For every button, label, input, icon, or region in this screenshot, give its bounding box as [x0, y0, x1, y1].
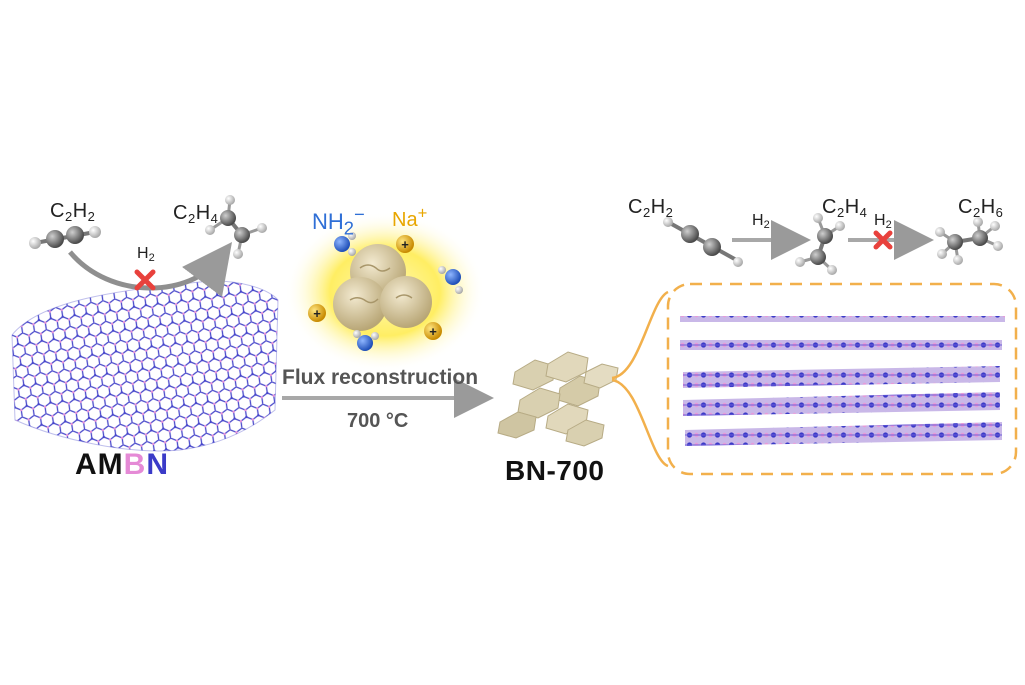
right-step2-reagent-label: H2 — [874, 212, 892, 231]
formula-text: H2 — [874, 212, 892, 231]
formula-text: C2H4 — [173, 202, 219, 226]
left-reagent-label: H2 — [137, 245, 155, 264]
ambn-label-am: AM — [75, 448, 124, 481]
ethylene-molecule-right — [795, 213, 845, 275]
right-product-label: C2H6 — [958, 196, 1003, 220]
ethane-molecule — [935, 217, 1003, 265]
ambn-lattice — [11, 280, 279, 452]
ambn-label-n: N — [146, 448, 169, 481]
formula-text: C2H6 — [958, 196, 1004, 220]
acetylene-molecule-right — [663, 217, 743, 267]
svg-text:+: + — [313, 306, 321, 321]
formula-text: H2 — [137, 245, 155, 264]
right-reactant-label: C2H2 — [628, 196, 673, 220]
stacked-bn-layers — [680, 316, 1005, 446]
ambn-label: AMBN — [75, 448, 169, 482]
right-step1-reagent-label: H2 — [752, 212, 770, 231]
formula-text: Na+ — [392, 203, 428, 231]
bn-700-label: BN-700 — [505, 455, 605, 486]
temperature-label: 700 °C — [347, 410, 409, 432]
left-reaction-arrow — [68, 242, 233, 298]
svg-text:+: + — [401, 237, 409, 252]
cross-icon-left — [134, 269, 156, 291]
zoom-box — [666, 282, 1018, 476]
sodium-ions: + + + — [308, 235, 442, 340]
process-label: Flux reconstruction — [282, 366, 479, 389]
ambn-label-b: B — [123, 448, 147, 481]
formula-text: C2H2 — [50, 200, 96, 224]
formula-text: C2H2 — [628, 196, 674, 220]
left-product-label: C2H4 — [173, 202, 218, 226]
zoom-connector — [611, 290, 669, 468]
right-intermediate-label: C2H4 — [822, 196, 867, 220]
ethylene-molecule-left — [205, 195, 267, 259]
svg-text:+: + — [429, 324, 437, 339]
cross-icon-right — [873, 230, 893, 250]
formula-text: H2 — [752, 212, 770, 231]
formula-text: C2H4 — [822, 196, 868, 220]
acetylene-molecule-left — [29, 226, 101, 249]
left-reactant-label: C2H2 — [50, 200, 95, 224]
amide-ions — [334, 232, 463, 351]
sodium-ion-label: Na+ — [392, 203, 427, 232]
formula-text: NH2− — [312, 204, 365, 239]
amide-ion-label: NH2− — [312, 204, 365, 240]
bn-700-flakes — [497, 351, 619, 447]
